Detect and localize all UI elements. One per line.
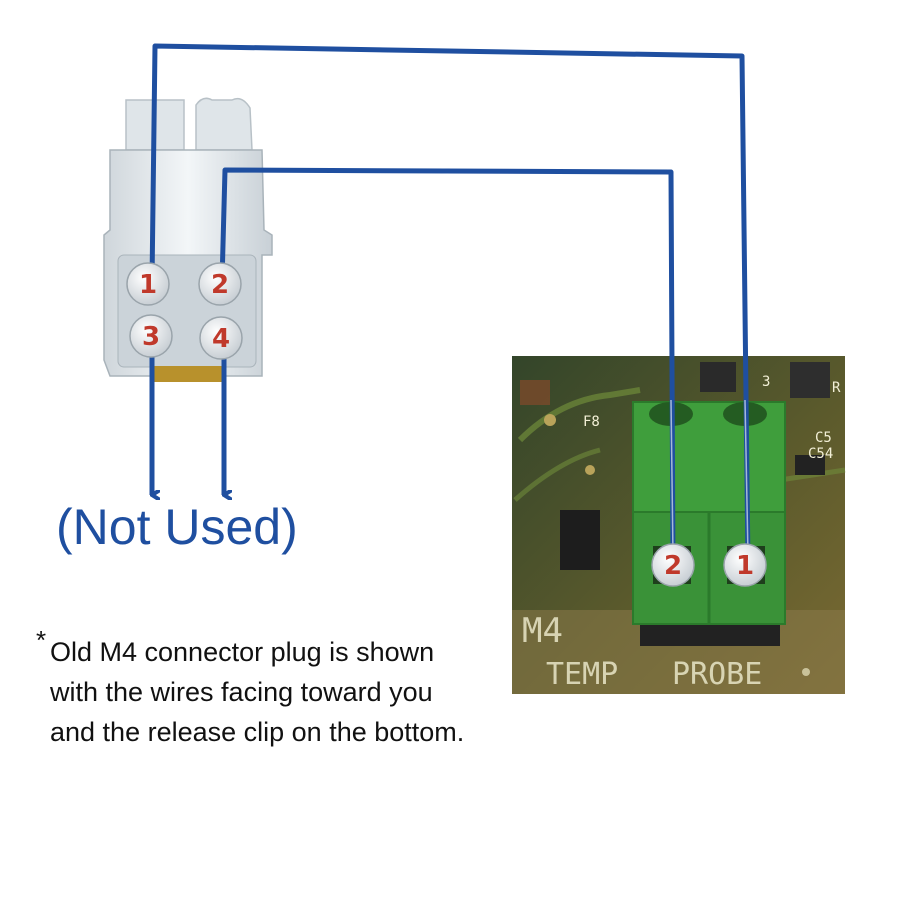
plug-pin-4-number: 4 [212, 324, 230, 354]
pcb-label-cap-2: C54 [808, 446, 833, 462]
terminal-block [632, 401, 786, 646]
terminal-pin-2: 2 [651, 543, 695, 587]
terminal-pin-1: 1 [723, 543, 767, 587]
plug-pin-1-number: 1 [139, 270, 157, 300]
pcb-label-probe: PROBE [672, 657, 762, 692]
wires [149, 43, 751, 566]
plug-pin-3: 3 [129, 314, 173, 358]
pcb-label-connector: M4 [522, 611, 563, 651]
wire-pin-2 [219, 167, 676, 566]
plug-pin-2: 2 [198, 262, 242, 306]
plug-pin-1: 1 [126, 262, 170, 306]
connector-note: * Old M4 connector plug is shown with th… [36, 625, 480, 752]
terminal-pin-2-number: 2 [664, 551, 682, 581]
terminal-pin-1-number: 1 [736, 551, 754, 581]
pcb-label-misc-1: 3 [762, 374, 770, 390]
pcb-label-cap-1: C5 [815, 430, 832, 446]
plug-pin-4: 4 [199, 316, 243, 360]
note-marker: * [36, 625, 47, 655]
pcb-label-temp: TEMP [546, 657, 618, 692]
pcb-component-ic [560, 510, 600, 570]
plug-pin-2-number: 2 [211, 270, 229, 300]
pcb-label-misc-2: R [832, 380, 841, 396]
pcb-component [790, 362, 830, 398]
wire-pin-1 [149, 43, 751, 566]
terminal-base [640, 622, 780, 646]
plug-pin-3-number: 3 [142, 322, 160, 352]
not-used-label: (Not Used) [56, 499, 298, 555]
note-text: Old M4 connector plug is shown with the … [50, 637, 465, 747]
pcb-component [520, 380, 550, 405]
pcb-component [700, 362, 736, 392]
pcb-label-fuse: F8 [583, 414, 600, 430]
plug-tab-right [195, 97, 253, 151]
old-m4-connector-plug [103, 97, 273, 382]
pcb-component [795, 455, 825, 475]
plug-release-clip [150, 366, 226, 382]
